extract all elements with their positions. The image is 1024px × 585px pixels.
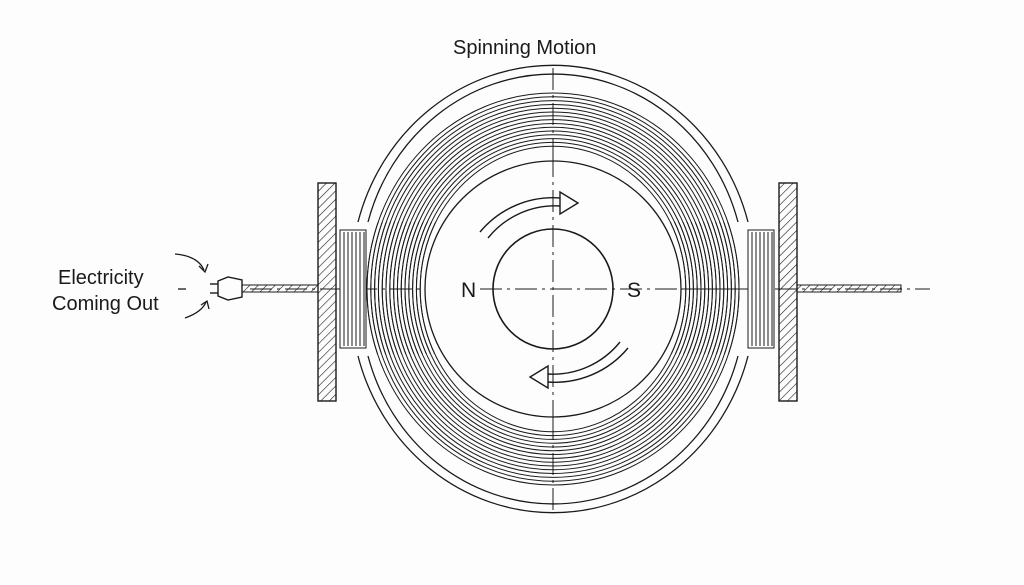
winding-arc [370,96,736,290]
winding-arc [415,288,691,437]
winding-arc [377,103,729,290]
winding-arc [419,145,687,290]
winding-arc [385,288,721,467]
winding-arc [396,288,710,456]
rotation-arrow-icon [479,190,629,390]
winding-arc [381,288,725,471]
winding-arc [393,119,713,290]
winding-arc [400,126,706,290]
winding-arc [412,138,694,290]
winding-arc [381,107,725,290]
winding-arc [396,122,710,290]
stator-casing [357,64,749,514]
winding-arc [389,115,717,290]
plug-icon [210,276,243,301]
right-end-plate [778,182,798,402]
output-label-line2: Coming Out [52,293,159,315]
winding-arc [408,134,698,290]
winding-arc [415,141,691,290]
south-pole-label: S [627,279,642,302]
winding-arc [393,288,713,459]
north-pole-label: N [461,279,477,302]
winding-arc [385,111,721,290]
winding-arc [400,288,706,452]
diagram-title: Spinning Motion [453,37,597,59]
left-coil [339,229,367,349]
winding-arc [370,288,736,482]
winding-arc [389,288,717,463]
curved-arrow-icon [174,253,210,319]
winding-arc [374,288,732,478]
winding-arc [419,288,687,433]
output-label-line1: Electricity [58,267,144,289]
winding-arc [408,288,698,444]
winding-arc [366,288,740,486]
left-end-plate [317,182,337,402]
winding-arc [404,130,702,290]
left-shaft [239,284,319,293]
right-shaft [796,284,902,293]
winding-arc [377,288,729,475]
right-coil [747,229,775,349]
winding-arc [404,288,702,448]
winding-arc [366,92,740,290]
winding-arc [374,100,732,290]
winding-arc [412,288,694,440]
